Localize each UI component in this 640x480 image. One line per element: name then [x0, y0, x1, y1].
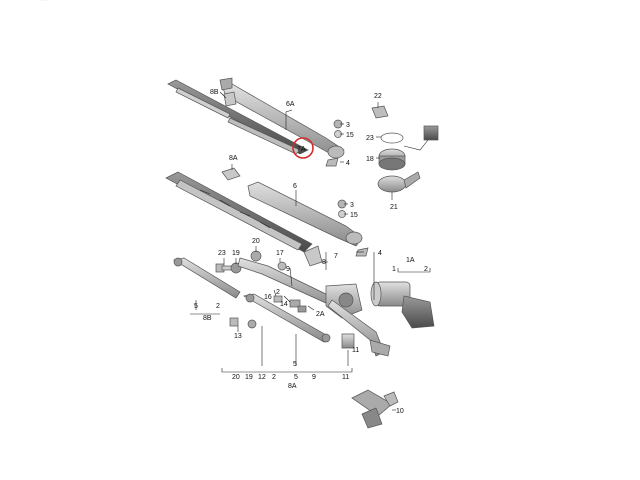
label-bottom-12: 12	[258, 374, 266, 381]
bolt-16	[273, 295, 283, 303]
label-bottom-9: 9	[312, 374, 316, 381]
label-5a: 5	[194, 303, 198, 310]
cap-22	[371, 105, 389, 119]
clip-8b	[223, 91, 237, 107]
label-2a: 2	[424, 266, 428, 273]
label-bottom-11: 11	[342, 374, 349, 381]
label-4a: 4	[346, 160, 350, 167]
corner-mark-right: ········	[548, 0, 572, 4]
part-labels: 8B 6A 22 3 15 23 7A 18 4 8A 21 6 3 15 20…	[194, 89, 428, 415]
bolt-17	[277, 261, 287, 271]
label-8a-bottom: 8A	[288, 383, 297, 390]
label-10: 10	[396, 408, 404, 415]
label-bottom-20: 20	[232, 374, 240, 381]
cap-18	[378, 148, 406, 171]
label-15a: 15	[346, 132, 354, 139]
bushing-11	[341, 333, 355, 349]
bracket-21	[377, 171, 421, 193]
wiper-arm-6	[247, 181, 363, 247]
label-7a: 7A	[297, 146, 306, 153]
label-16: 16	[264, 294, 272, 301]
label-11-top: 11	[352, 347, 359, 354]
wiper-blade-top	[167, 79, 309, 155]
clip-4a	[325, 157, 339, 167]
label-2c: 2	[276, 289, 280, 296]
label-bottom-19: 19	[245, 374, 253, 381]
label-6: 6	[293, 183, 297, 190]
label-23b: 23	[218, 250, 226, 257]
part-10	[351, 389, 399, 429]
label-1a: 1A	[406, 257, 415, 264]
label-15b: 15	[350, 212, 358, 219]
label-21: 21	[390, 204, 398, 211]
label-8: 8	[322, 259, 326, 266]
label-20-top: 20	[252, 238, 260, 245]
wiper-motor	[370, 281, 435, 329]
label-2a-part: 2A	[316, 311, 325, 318]
bushing-14	[297, 305, 307, 313]
label-4b: 4	[378, 250, 382, 257]
cap-20-top	[250, 250, 262, 262]
corner-mark-left: —	[40, 0, 49, 4]
wiper-blade-middle	[165, 171, 313, 253]
label-bottom-5: 5	[294, 374, 298, 381]
link-rod-5b	[243, 293, 331, 343]
label-23: 23	[366, 135, 374, 142]
label-19-top: 19	[232, 250, 240, 257]
label-5b: 5	[293, 361, 297, 368]
label-17: 17	[276, 250, 284, 257]
bolt-13	[229, 317, 239, 327]
highlight-circle-7a	[292, 137, 314, 159]
clip-8a-top	[221, 167, 241, 181]
label-18: 18	[366, 156, 374, 163]
leader-lines	[190, 91, 431, 411]
label-6a: 6A	[286, 101, 295, 108]
label-9: 9	[286, 266, 290, 273]
wiper-arm-6a	[219, 77, 345, 159]
bushing-2c	[289, 299, 301, 308]
clamp-23	[380, 132, 404, 144]
label-bottom-2: 2	[272, 374, 276, 381]
link-rod-5a	[173, 257, 241, 299]
label-1: 1	[392, 266, 396, 273]
label-14: 14	[280, 301, 288, 308]
label-22: 22	[374, 93, 382, 100]
connector-plug	[403, 125, 439, 151]
label-8b-bottom: 8B	[203, 315, 212, 322]
label-8a-top: 8A	[229, 155, 238, 162]
bolt-23	[215, 263, 233, 273]
label-3a: 3	[346, 122, 350, 129]
label-8b: 8B	[210, 89, 219, 96]
label-2b: 2	[216, 303, 220, 310]
linkage-frame-9	[237, 257, 391, 357]
label-7: 7	[334, 253, 338, 260]
cap-20-bottom	[247, 319, 257, 329]
label-13: 13	[234, 333, 242, 340]
label-3b: 3	[350, 202, 354, 209]
